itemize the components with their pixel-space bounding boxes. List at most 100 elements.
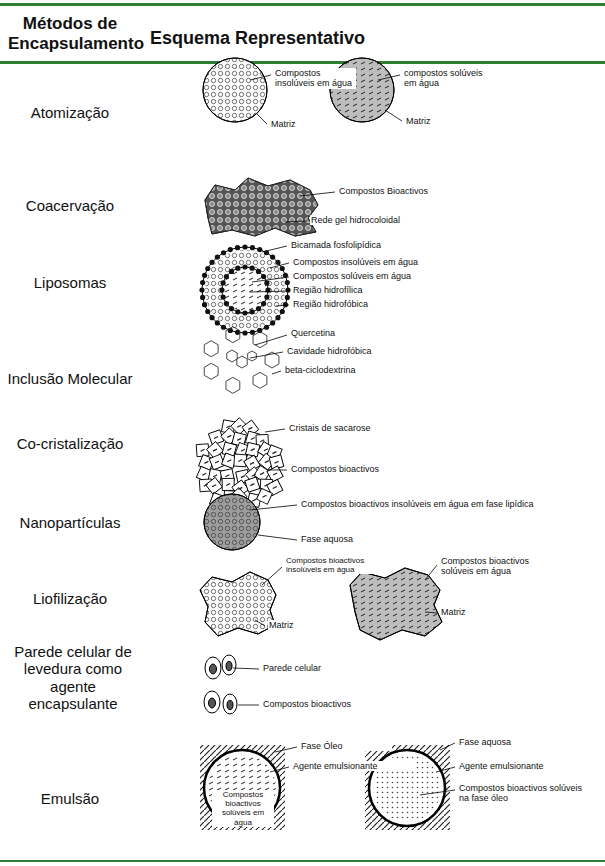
- callout-label: Compostos bioactivos: [290, 464, 422, 474]
- leader-lines: [258, 535, 297, 540]
- coacervate-particle: [205, 178, 318, 236]
- leader-lines: [233, 668, 259, 669]
- spray-dried-particle: [203, 58, 394, 122]
- lipid-head: [221, 280, 226, 285]
- lipid-head: [280, 309, 285, 314]
- freeze-dried-particle: [350, 568, 442, 640]
- yeast-cells: [222, 655, 236, 675]
- lipid-head: [229, 269, 234, 274]
- bioactive-dash: [238, 487, 242, 489]
- lipid-head: [200, 280, 205, 285]
- bioactive-dash: [273, 473, 277, 475]
- lipid-head: [209, 260, 214, 265]
- leader-lines: [233, 75, 455, 795]
- bioactive-dash: [213, 449, 217, 451]
- lipid-head: [256, 306, 261, 311]
- callout-label: Compostos insolúveis em água: [274, 68, 356, 89]
- leader-lines: [285, 221, 307, 222]
- nanoparticle: [204, 494, 260, 550]
- leader-lines: [255, 620, 265, 626]
- callout-label: Matriz: [405, 116, 452, 126]
- lipid-head: [275, 260, 280, 265]
- leader-lines: [252, 277, 289, 282]
- leader-lines: [276, 305, 289, 306]
- column-header: Métodos de Encapsulamento: [8, 14, 132, 53]
- ring-structure: [204, 363, 218, 379]
- bioactive-dash: [212, 485, 216, 487]
- leader-lines: [265, 429, 285, 432]
- method-name: Liposomas: [5, 274, 135, 291]
- bioactive-dash: [274, 461, 278, 463]
- lipid-head: [205, 309, 210, 314]
- lipid-head: [202, 302, 207, 307]
- lipid-head: [257, 247, 262, 252]
- bioactive-dash: [227, 460, 231, 462]
- callout-label: Região hidrofílica: [292, 285, 424, 295]
- leader-lines: [268, 470, 287, 471]
- callout-label: Quercetina: [290, 328, 402, 338]
- lipid-head: [285, 280, 290, 285]
- crystal: [245, 442, 260, 457]
- lipid-head: [235, 266, 240, 271]
- bioactive-dash: [265, 461, 269, 463]
- callout-label: Compostos bioactivos insolúveis em água …: [300, 499, 597, 509]
- lipid-head: [221, 250, 226, 255]
- callout-label: Matriz: [270, 119, 317, 129]
- lipid-head: [221, 325, 226, 330]
- bioactive-dash: [204, 484, 208, 486]
- bioactive-dash: [250, 484, 254, 486]
- table-rule: [0, 3, 605, 6]
- leader-lines: [270, 263, 289, 268]
- bioactive-dash: [227, 448, 231, 450]
- yeast-cells: [204, 655, 237, 714]
- callout-label: Compostos Bioactivos: [338, 186, 480, 196]
- yeast-cells: [227, 701, 233, 710]
- lipid-head: [228, 247, 233, 252]
- callout-label: compostos solúveis em água: [403, 68, 485, 89]
- callout-label: Compostos bioactivos solúveis na fase ól…: [458, 783, 595, 804]
- lipid-head: [242, 310, 247, 315]
- lipid-head: [250, 309, 255, 314]
- bioactive-dash: [248, 427, 252, 429]
- bioactive-dash: [252, 474, 256, 476]
- lipid-head: [229, 306, 234, 311]
- callout-label: Fase aquosa: [458, 737, 550, 747]
- leader-lines: [272, 371, 281, 374]
- lipid-head: [199, 287, 204, 292]
- leader-lines: [275, 747, 297, 752]
- leader-lines: [420, 790, 455, 795]
- callout-label: Compostos bioactivos solúveis em água: [440, 556, 562, 577]
- lipid-head: [264, 295, 269, 300]
- callout-label: Matriz: [268, 620, 315, 630]
- yeast-cells: [205, 657, 221, 679]
- method-name: Parede celular de levedura como agente e…: [8, 643, 138, 712]
- yeast-cells: [226, 662, 232, 671]
- callout-label: Cavidade hidrofóbica: [286, 346, 418, 356]
- bioactive-dash: [260, 440, 264, 442]
- lipid-head: [283, 302, 288, 307]
- callout-label: Agente emulsionante: [292, 761, 414, 771]
- bioactive-dash: [238, 459, 242, 461]
- bioactive-dash: [202, 473, 206, 475]
- leader-lines: [250, 291, 289, 292]
- lipid-head: [215, 320, 220, 325]
- bioactive-dash: [214, 436, 218, 438]
- callout-label: Região hidrofóbica: [292, 299, 424, 309]
- table-rule: [0, 61, 605, 64]
- lipid-head: [221, 295, 226, 300]
- bioactive-dash: [204, 461, 208, 463]
- callout-label: Agente emulsionante: [458, 761, 580, 771]
- bioactive-dash: [252, 499, 256, 501]
- method-name: Atomização: [5, 104, 135, 121]
- emulsion-droplet: [200, 745, 285, 830]
- method-name: Inclusão Molecular: [5, 370, 135, 387]
- coacervate-particle: [205, 178, 318, 236]
- callout-label: Rede gel hidrocoloidal: [310, 215, 452, 225]
- lipid-head: [261, 301, 266, 306]
- freeze-dried-particle: [200, 572, 276, 636]
- lipid-head: [242, 244, 247, 249]
- yeast-cells: [209, 698, 216, 708]
- lipid-head: [250, 245, 255, 250]
- ring-structure: [226, 327, 240, 343]
